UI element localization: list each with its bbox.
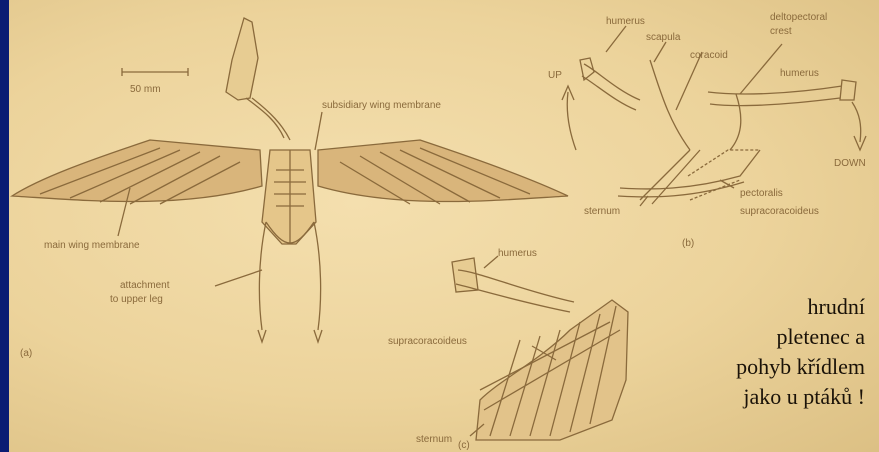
feet	[258, 330, 322, 342]
label-sternum-c: sternum	[416, 434, 452, 445]
slide-caption: hrudní pletenec a pohyb křídlem jako u p…	[736, 292, 865, 412]
left-humerus	[580, 58, 640, 110]
label-sternum-b: sternum	[584, 206, 620, 217]
label-supracoracoideus-c: supracoracoideus	[388, 336, 467, 347]
panel-c-drawing	[452, 256, 628, 440]
label-up: UP	[548, 70, 562, 81]
panel-a-drawing	[12, 18, 568, 342]
label-pectoralis: pectoralis	[740, 188, 783, 199]
scale-bar-label: 50 mm	[130, 84, 161, 95]
panel-c-tag: (c)	[458, 440, 470, 451]
label-main-wing-membrane: main wing membrane	[44, 240, 140, 251]
neck	[246, 98, 290, 140]
label-scapula: scapula	[646, 32, 681, 43]
skull	[226, 18, 258, 100]
sternum	[618, 150, 760, 197]
label-down: DOWN	[834, 158, 866, 169]
label-humerus-right: humerus	[780, 68, 819, 79]
leader-subsidiary	[315, 112, 322, 150]
caption-line-1: hrudní	[736, 292, 865, 322]
scapula	[650, 60, 690, 150]
label-coracoid: coracoid	[690, 50, 728, 61]
label-humerus-c: humerus	[498, 248, 537, 259]
label-deltopectoral: deltopectoral	[770, 12, 827, 23]
leader-attachment	[215, 270, 262, 286]
right-humerus	[708, 80, 856, 106]
caption-line-3: pohyb křídlem	[736, 352, 865, 382]
down-arrow	[852, 102, 866, 150]
leader-scapula	[654, 42, 666, 62]
label-subsidiary-wing-membrane: subsidiary wing membrane	[322, 100, 441, 111]
label-attachment: attachment	[120, 280, 170, 291]
humerus-c	[452, 258, 574, 312]
leader-delto	[740, 44, 782, 94]
label-humerus-left: humerus	[606, 16, 645, 27]
deltopectoral-crest	[730, 94, 741, 150]
panel-a-tag: (a)	[20, 348, 32, 359]
caption-line-4: jako u ptáků !	[736, 382, 865, 412]
label-supracoracoideus-b: supracoracoideus	[740, 206, 819, 217]
scale-bar	[122, 68, 188, 76]
leader-humerus-l	[606, 26, 626, 52]
up-arrow	[562, 86, 576, 150]
panel-b-tag: (b)	[682, 238, 694, 249]
label-crest: crest	[770, 26, 792, 37]
caption-line-2: pletenec a	[736, 322, 865, 352]
leader-humerus-c	[484, 256, 498, 268]
label-upper-leg: to upper leg	[110, 294, 163, 305]
